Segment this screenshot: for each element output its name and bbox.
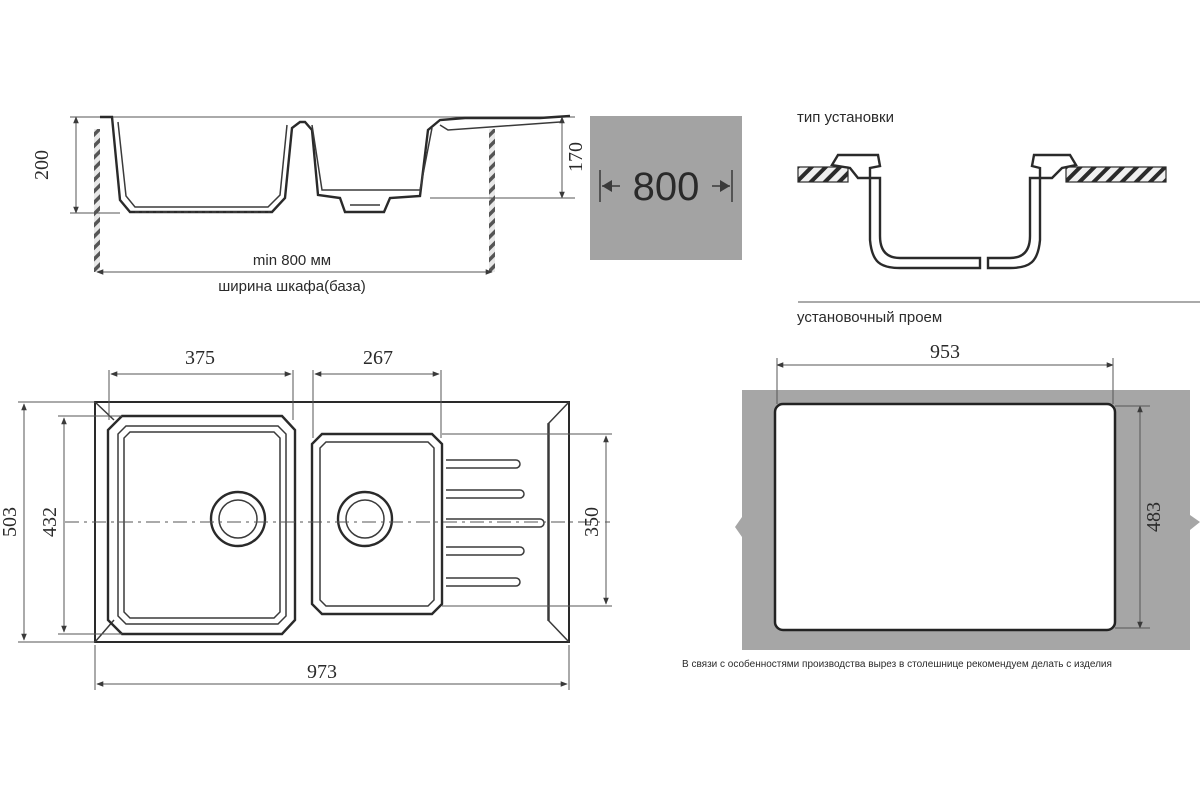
installation-type: тип установки bbox=[797, 109, 1167, 270]
drain-small bbox=[336, 490, 394, 548]
top-view: 375 267 973 503 432 350 bbox=[0, 347, 612, 690]
cutout-width-label: 953 bbox=[930, 341, 960, 363]
cutout-diagram: установочный проем 953 483 В связи с осо… bbox=[682, 309, 1200, 670]
cutout-opening bbox=[773, 402, 1117, 632]
bowl1-width-label: 375 bbox=[185, 347, 215, 369]
cutout-height-label: 483 bbox=[1143, 502, 1165, 532]
total-width-label: 973 bbox=[307, 661, 337, 683]
cabinet-wall-left bbox=[94, 129, 100, 272]
bowl-large bbox=[106, 414, 297, 636]
bowl1-depth-label: 432 bbox=[39, 507, 61, 537]
bowl-small bbox=[310, 432, 444, 616]
side-view: 200 170 min 800 мм ширина шкафа(база) bbox=[31, 114, 587, 295]
cutout-title: установочный проем bbox=[797, 309, 942, 326]
cabinet-width-label: ширина шкафа(база) bbox=[218, 278, 366, 295]
height-total-label: 200 bbox=[31, 150, 53, 180]
cabinet-size-badge: 800 bbox=[590, 116, 742, 260]
cabinet-wall-right bbox=[489, 129, 495, 272]
cabinet-min-label: min 800 мм bbox=[253, 252, 331, 269]
countertop-right bbox=[1065, 166, 1167, 183]
height-bowl-label: 170 bbox=[565, 142, 587, 172]
sink-rim-right bbox=[986, 153, 1078, 270]
sink-rim-left bbox=[830, 153, 982, 270]
drain-large bbox=[209, 490, 267, 548]
bowl2-depth-label: 350 bbox=[581, 507, 603, 537]
countertop-left bbox=[797, 166, 849, 183]
total-depth-label: 503 bbox=[0, 507, 21, 537]
installation-title: тип установки bbox=[797, 109, 894, 126]
bowl2-width-label: 267 bbox=[363, 347, 393, 369]
cutout-note: В связи с особенностями производства выр… bbox=[682, 658, 1112, 670]
drainboard bbox=[446, 459, 545, 587]
cabinet-size-value: 800 bbox=[633, 165, 700, 209]
